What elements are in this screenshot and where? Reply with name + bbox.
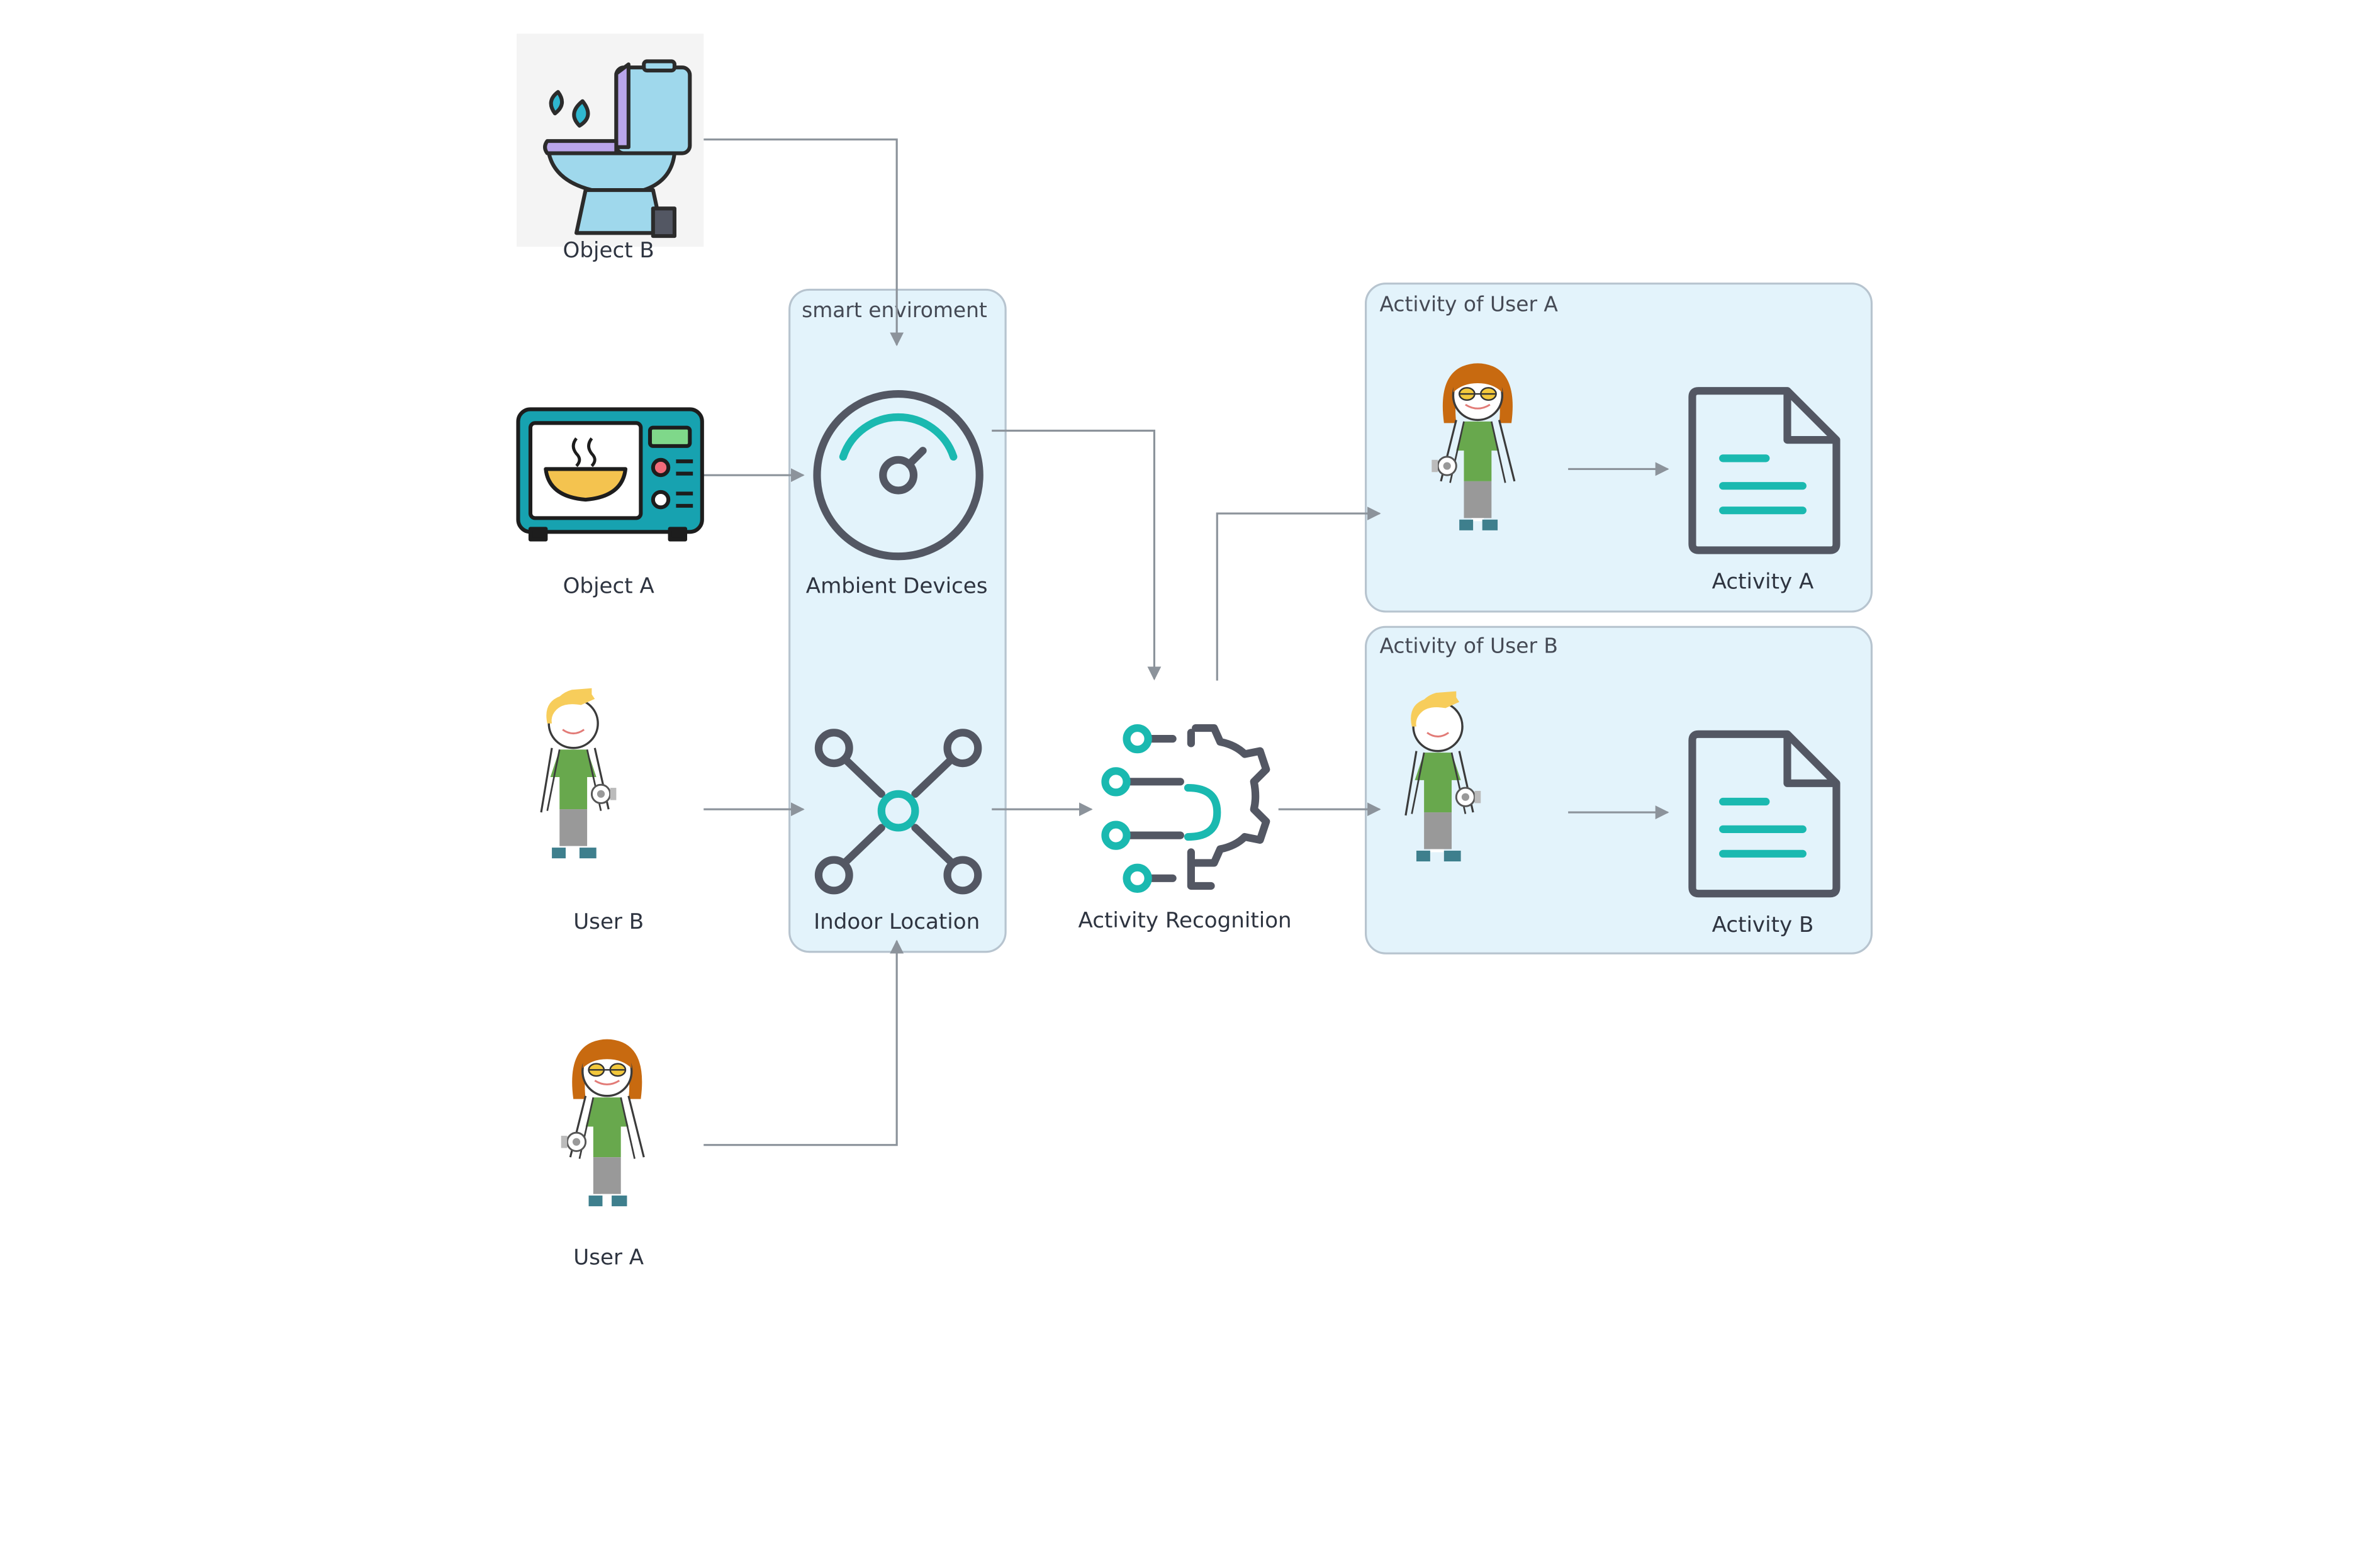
ambient-devices-label: Ambient Devices [806,574,988,599]
object-b-label: Object B [563,238,654,263]
object-b-node[interactable]: Object B [517,33,704,264]
activity-b-node[interactable]: Activity B [1692,734,1836,938]
ai-gear-icon [1101,724,1270,893]
microwave-icon [516,407,704,542]
toilet-icon [543,59,692,238]
activity-user-b-title: Activity of User B [1379,634,1557,658]
activity-recognition-label: Activity Recognition [1079,908,1292,933]
ambient-devices-node[interactable]: Ambient Devices [806,389,988,599]
user-a-label: User A [573,1245,644,1270]
activity-recognition-node[interactable]: Activity Recognition [1079,724,1292,933]
activity-user-a-group [1364,283,1873,613]
user-male-icon [540,687,618,860]
smart-environment-title: smart enviroment [802,298,987,322]
activity-user-a-title: Activity of User A [1379,292,1558,316]
user-b-label: User B [573,909,644,934]
object-a-node[interactable]: Object A [516,407,704,599]
connectors [703,138,1669,1146]
indoor-location-node[interactable]: Indoor Location [814,729,982,934]
smart-environment-group [788,288,1007,953]
edge-recognition-to-user-a[interactable] [1216,507,1381,681]
object-a-label: Object A [563,574,655,599]
edge-ambient-to-recognition[interactable] [992,429,1162,681]
user-a-node[interactable]: User A [559,1038,645,1270]
edge-user-a-to-indoor[interactable] [703,939,904,1146]
user-female-icon [559,1038,645,1207]
activity-user-b-group [1364,625,1873,955]
activity-a-label: Activity A [1712,569,1814,594]
edge-object-b-to-ambient[interactable] [703,138,904,347]
network-hub-icon [814,729,982,895]
indoor-location-label: Indoor Location [814,909,980,934]
gauge-icon [813,389,983,561]
activity-a-node[interactable]: Activity A [1692,391,1836,594]
user-b-node[interactable]: User B [540,687,644,934]
activity-b-label: Activity B [1712,912,1814,938]
